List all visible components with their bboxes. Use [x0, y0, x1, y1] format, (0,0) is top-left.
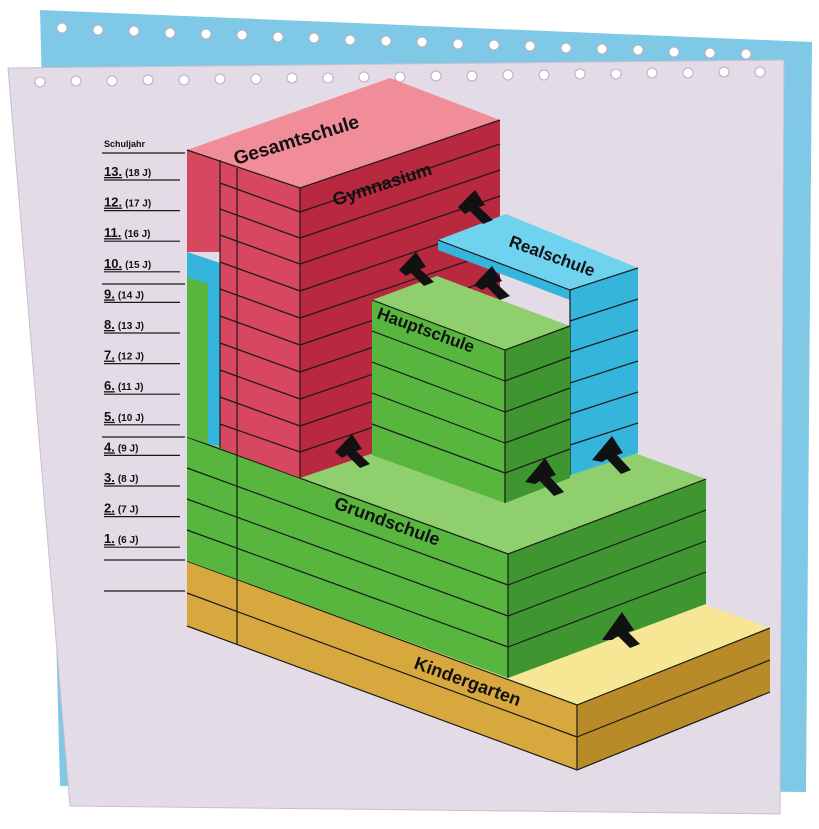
schuljahr-age: (15 J) [125, 260, 151, 271]
schuljahr-number: 1. [104, 531, 115, 546]
schuljahr-row: 12.(17 J) [104, 195, 151, 210]
schuljahr-age: (12 J) [118, 352, 144, 363]
schuljahr-number: 5. [104, 409, 115, 424]
schuljahr-header: Schuljahr [104, 139, 146, 149]
arrow-icon [335, 434, 370, 468]
hauptschule-block [371, 276, 571, 503]
schuljahr-row: 10.(15 J) [104, 256, 151, 271]
schuljahr-scale: Schuljahr 13.(18 J) 12.(17 J) 11.(16 J) 10.… [102, 139, 185, 592]
schuljahr-age: (16 J) [124, 229, 150, 240]
schuljahr-age: (11 J) [118, 382, 144, 393]
schuljahr-age: (8 J) [118, 474, 139, 485]
arrow-icon [602, 612, 640, 648]
punch-holes [34, 22, 766, 88]
arrow-icon [525, 458, 564, 496]
schuljahr-number: 6. [104, 378, 115, 393]
schuljahr-age: (18 J) [125, 168, 151, 179]
arrow-icon [592, 436, 631, 474]
schuljahr-number: 8. [104, 317, 115, 332]
schuljahr-age: (13 J) [118, 321, 144, 332]
schuljahr-number: 10. [104, 256, 122, 271]
schuljahr-row: 1.(6 J) [104, 531, 138, 546]
schuljahr-row: 11.(16 J) [104, 225, 150, 240]
schuljahr-row: 3.(8 J) [104, 470, 138, 485]
schuljahr-age: (17 J) [125, 199, 151, 210]
schuljahr-number: 3. [104, 470, 115, 485]
schuljahr-row: 4.(9 J) [104, 439, 138, 454]
schuljahr-age: (9 J) [118, 443, 139, 454]
schuljahr-age: (14 J) [118, 290, 144, 301]
schuljahr-number: 2. [104, 501, 115, 516]
schuljahr-row: 2.(7 J) [104, 501, 138, 516]
schuljahr-row: 9.(14 J) [104, 286, 144, 301]
schuljahr-number: 4. [104, 439, 115, 454]
arrow-icon [458, 190, 493, 224]
schuljahr-number: 12. [104, 195, 122, 210]
schuljahr-age: (10 J) [118, 413, 144, 424]
schuljahr-row: 6.(11 J) [104, 378, 143, 393]
realschule-block [437, 214, 639, 475]
schuljahr-age: (6 J) [118, 535, 139, 546]
schuljahr-number: 9. [104, 286, 115, 301]
schuljahr-row: 5.(10 J) [104, 409, 144, 424]
schuljahr-age: (7 J) [118, 505, 139, 516]
schuljahr-row: 7.(12 J) [104, 348, 144, 363]
gesamtschule-column-strip [187, 252, 220, 446]
schuljahr-row: 8.(13 J) [104, 317, 144, 332]
schuljahr-row: 13.(18 J) [104, 164, 151, 179]
schuljahr-number: 11. [104, 225, 121, 240]
arrow-icon [399, 252, 434, 286]
schuljahr-number: 7. [104, 348, 115, 363]
arrow-icon [474, 266, 510, 300]
transition-arrows [335, 190, 640, 648]
schuljahr-number: 13. [104, 164, 122, 179]
